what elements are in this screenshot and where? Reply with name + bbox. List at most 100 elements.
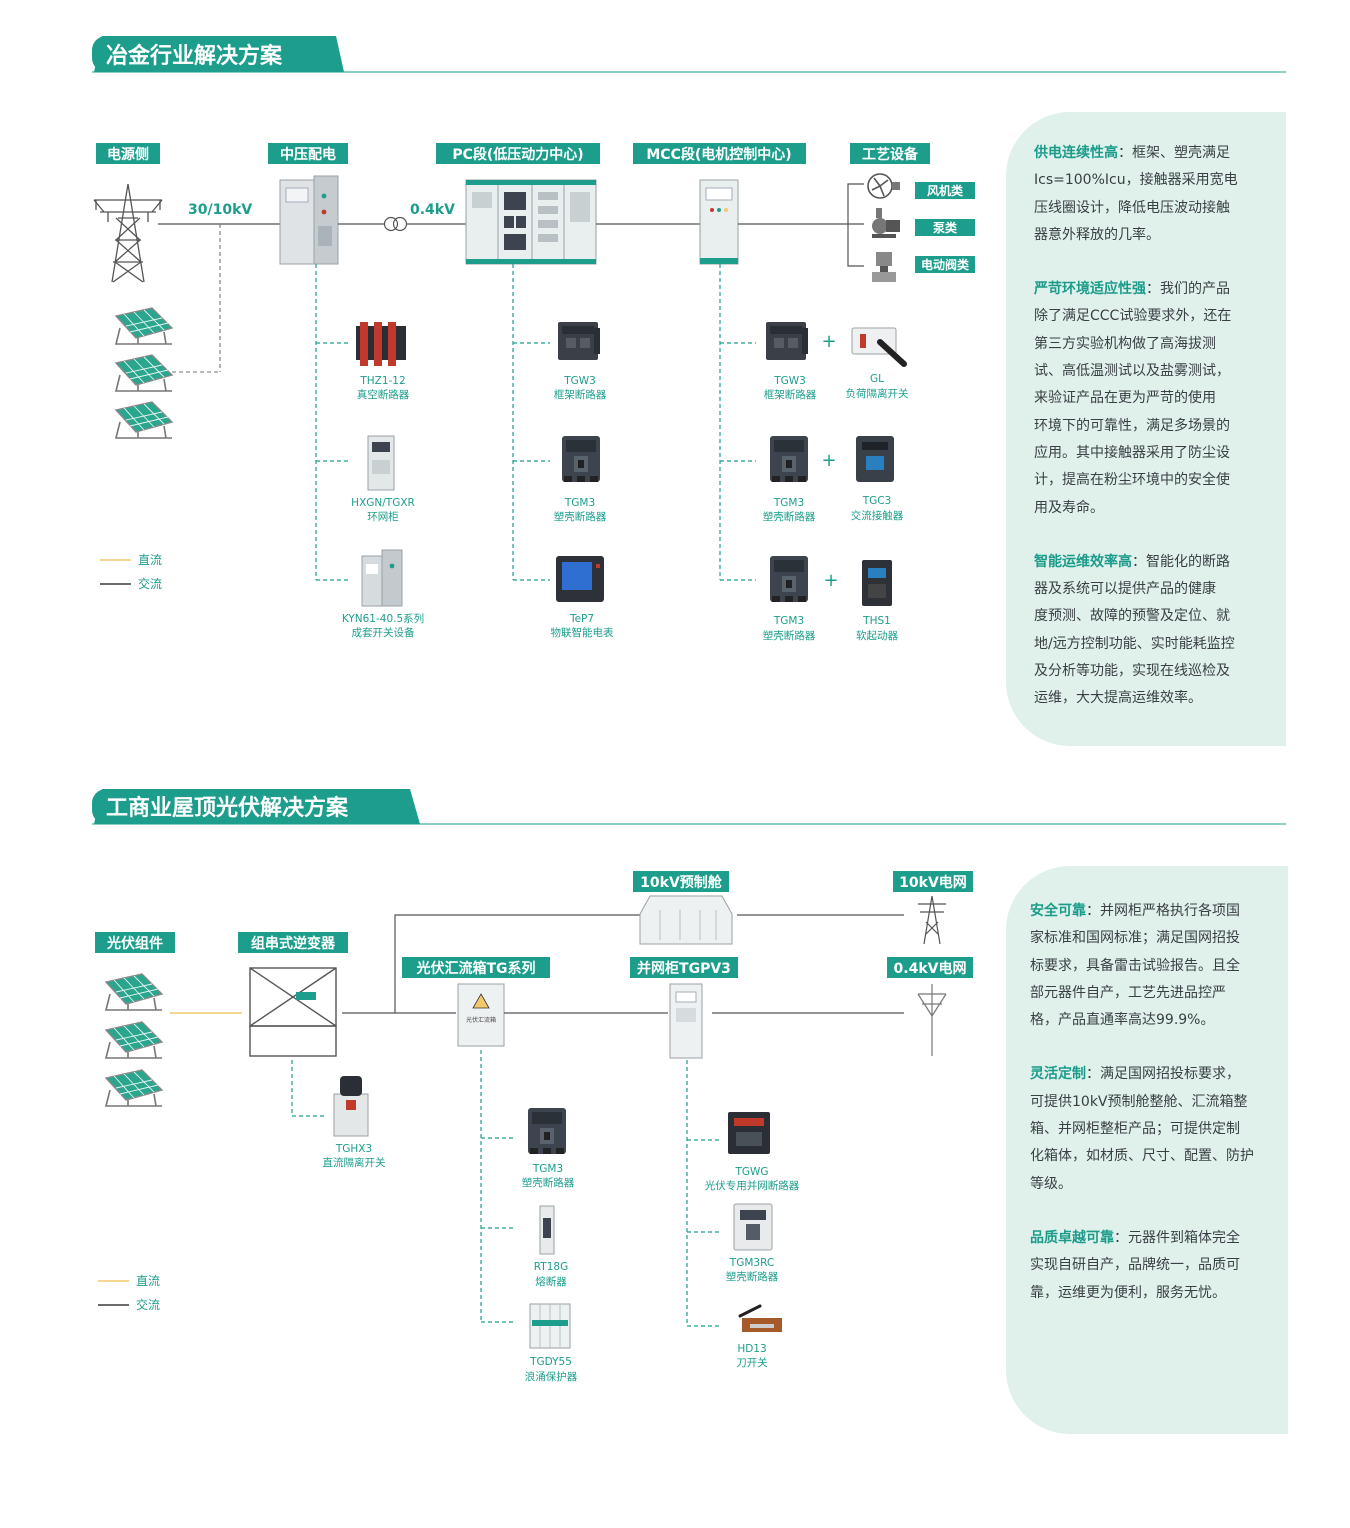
product-model: TGW3 [773, 375, 806, 387]
product-name: 负荷隔离开关 [846, 387, 909, 400]
mccb-breaker-image [528, 1108, 566, 1154]
product-model: HD13 [737, 1343, 766, 1355]
load-isolator-image [851, 327, 907, 367]
svg-text:中压配电: 中压配电 [280, 146, 336, 163]
pc-cabinet-icon [465, 179, 597, 265]
benefit-line: 计，提高在粉尘环境中的安全使 [1034, 472, 1230, 489]
solar-panel-icon [115, 401, 173, 439]
knife-switch-image [738, 1304, 782, 1332]
soft-starter-image [862, 560, 892, 606]
benefit-line: 运维，大大提高运维效率。 [1034, 690, 1202, 707]
solar-panel-icon [105, 1069, 163, 1107]
svg-text:光伏组件: 光伏组件 [106, 935, 163, 952]
stage-tag-mv: 中压配电 [268, 143, 348, 164]
svg-text:泵类: 泵类 [933, 220, 958, 235]
svg-text:PC段(低压动力中心): PC段(低压动力中心) [452, 146, 583, 163]
svg-text:并网柜TGPV3: 并网柜TGPV3 [637, 960, 731, 977]
benefit-heading: 灵活定制 [1030, 1066, 1086, 1083]
product-name: 软起动器 [856, 629, 898, 642]
product-model: TGWG [734, 1166, 768, 1178]
legend-dc: 直流 [136, 1274, 160, 1288]
benefit-paragraph: 品质卓越可靠：元器件到箱体完全实现自研自产，品牌统一，品质可靠，运维更为便利，服… [1030, 1225, 1282, 1307]
plus-sign: + [823, 570, 838, 591]
solar-panel-icon [115, 354, 173, 392]
benefit-heading: 安全可靠 [1030, 903, 1086, 919]
product-name: 框架断路器 [554, 388, 607, 401]
fuse-image [539, 1205, 555, 1255]
product-name: 光伏专用并网断路器 [705, 1179, 800, 1192]
benefit-line: 严苛环境适应性强：我们的产品 [1034, 276, 1276, 303]
benefit-line: 环境下的可靠性，满足多场景的 [1034, 417, 1230, 434]
section1-header: 冶金行业解决方案 [92, 36, 1286, 73]
transmission-tower-icon [918, 895, 946, 945]
benefit-line: 灵活定制：满足国网招投标要求， [1030, 1061, 1282, 1088]
product-name: 框架断路器 [764, 388, 817, 401]
stage-tag-mcc: MCC段(电机控制中心) [633, 143, 806, 164]
load-tag-fan: 风机类 [915, 182, 975, 199]
product-model: TGM3 [532, 1163, 563, 1175]
voltage-hv-label: 30/10kV [188, 202, 252, 218]
tag-inverter: 组串式逆变器 [238, 932, 348, 953]
svg-text:风机类: 风机类 [927, 183, 964, 198]
svg-text:10kV电网: 10kV电网 [899, 874, 967, 891]
mccb-breaker-image [770, 436, 808, 482]
plus-sign: + [821, 450, 836, 471]
product-name: 塑壳断路器 [763, 629, 816, 642]
benefit-line: 家标准和国网标准；满足国网招投 [1030, 930, 1240, 947]
product-model: TeP7 [569, 613, 594, 625]
product-name: 成套开关设备 [352, 626, 415, 639]
benefit-line: 品质卓越可靠：元器件到箱体完全 [1030, 1225, 1282, 1252]
load-tag-pump: 泵类 [915, 219, 975, 236]
section1-title: 冶金行业解决方案 [106, 43, 283, 69]
product-name: 塑壳断路器 [763, 510, 816, 523]
product-model: GL [870, 373, 884, 385]
svg-text:电源侧: 电源侧 [107, 146, 149, 163]
benefit-paragraph: 严苛环境适应性强：我们的产品除了满足CCC试验要求外，还在第三方实验机构做了高海… [1034, 276, 1276, 522]
benefit-text: ：元器件到箱体完全 [1114, 1229, 1240, 1246]
fan-icon [867, 173, 900, 199]
transformer-icon [383, 216, 408, 232]
benefit-line: 靠，运维更为便利，服务无忧。 [1030, 1284, 1226, 1301]
svg-text:组串式逆变器: 组串式逆变器 [251, 935, 336, 952]
legend: 直流 交流 [100, 553, 162, 591]
benefit-text: ：智能化的断路 [1132, 553, 1230, 570]
benefit-line: 器及系统可以提供产品的健康 [1034, 581, 1216, 598]
product-model: TGM3 [564, 497, 595, 509]
benefit-text: ：框架、塑壳满足 [1118, 145, 1230, 161]
section2-benefits-panel: 安全可靠：并网柜严格执行各项国家标准和国网标准；满足国网招投标要求，具备雷击试验… [1006, 866, 1288, 1434]
benefit-paragraph: 灵活定制：满足国网招投标要求，可提供10kV预制舱整舱、汇流箱整箱、并网柜整柜产… [1030, 1061, 1282, 1197]
svg-text:MCC段(电机控制中心): MCC段(电机控制中心) [646, 146, 791, 163]
benefit-line: 实现自研自产，品牌统一，品质可 [1030, 1257, 1240, 1274]
vacuum-breaker-image [356, 322, 406, 366]
benefit-line: 地/远方控制功能、实时能耗监控 [1034, 635, 1235, 652]
kyn61-switchgear-image [361, 549, 403, 607]
legend-ac: 交流 [138, 576, 162, 591]
rcd-breaker-image [733, 1203, 773, 1251]
solar-panel-icon [105, 973, 163, 1011]
product-name: 浪涌保护器 [525, 1370, 578, 1383]
benefit-line: 压线圈设计，降低电压波动接触 [1034, 199, 1230, 216]
product-model: TGM3 [773, 615, 804, 627]
solar-panel-icon [105, 1021, 163, 1059]
combiner-box-icon: 光伏汇流箱 [457, 983, 505, 1047]
smart-meter-image [556, 556, 604, 602]
grid-cabinet-icon [669, 983, 703, 1059]
mccb-breaker-image [770, 556, 808, 602]
voltage-lv-label: 0.4kV [410, 202, 455, 218]
product-model: TGM3RC [729, 1257, 774, 1269]
benefit-line: 箱、并网柜整柜产品；可提供定制 [1030, 1121, 1240, 1138]
pump-icon [872, 208, 900, 238]
svg-text:10kV预制舱: 10kV预制舱 [640, 874, 723, 891]
plus-sign: + [821, 331, 836, 352]
product-model: TGHX3 [335, 1143, 372, 1155]
tag-combiner-box: 光伏汇流箱TG系列 [402, 957, 550, 978]
svg-text:电动阀类: 电动阀类 [921, 257, 970, 272]
product-model: THZ1-12 [359, 375, 405, 387]
benefit-line: 用及寿命。 [1034, 499, 1104, 516]
benefit-line: Ics=100%Icu，接触器采用宽电 [1034, 172, 1238, 189]
distribution-pole-icon [917, 984, 947, 1056]
transmission-tower-icon [93, 183, 163, 283]
benefit-line: 来验证产品在更为严苛的使用 [1034, 390, 1216, 407]
benefit-line: 格，产品直通率高达99.9%。 [1030, 1012, 1215, 1029]
electric-valve-icon [872, 252, 896, 282]
